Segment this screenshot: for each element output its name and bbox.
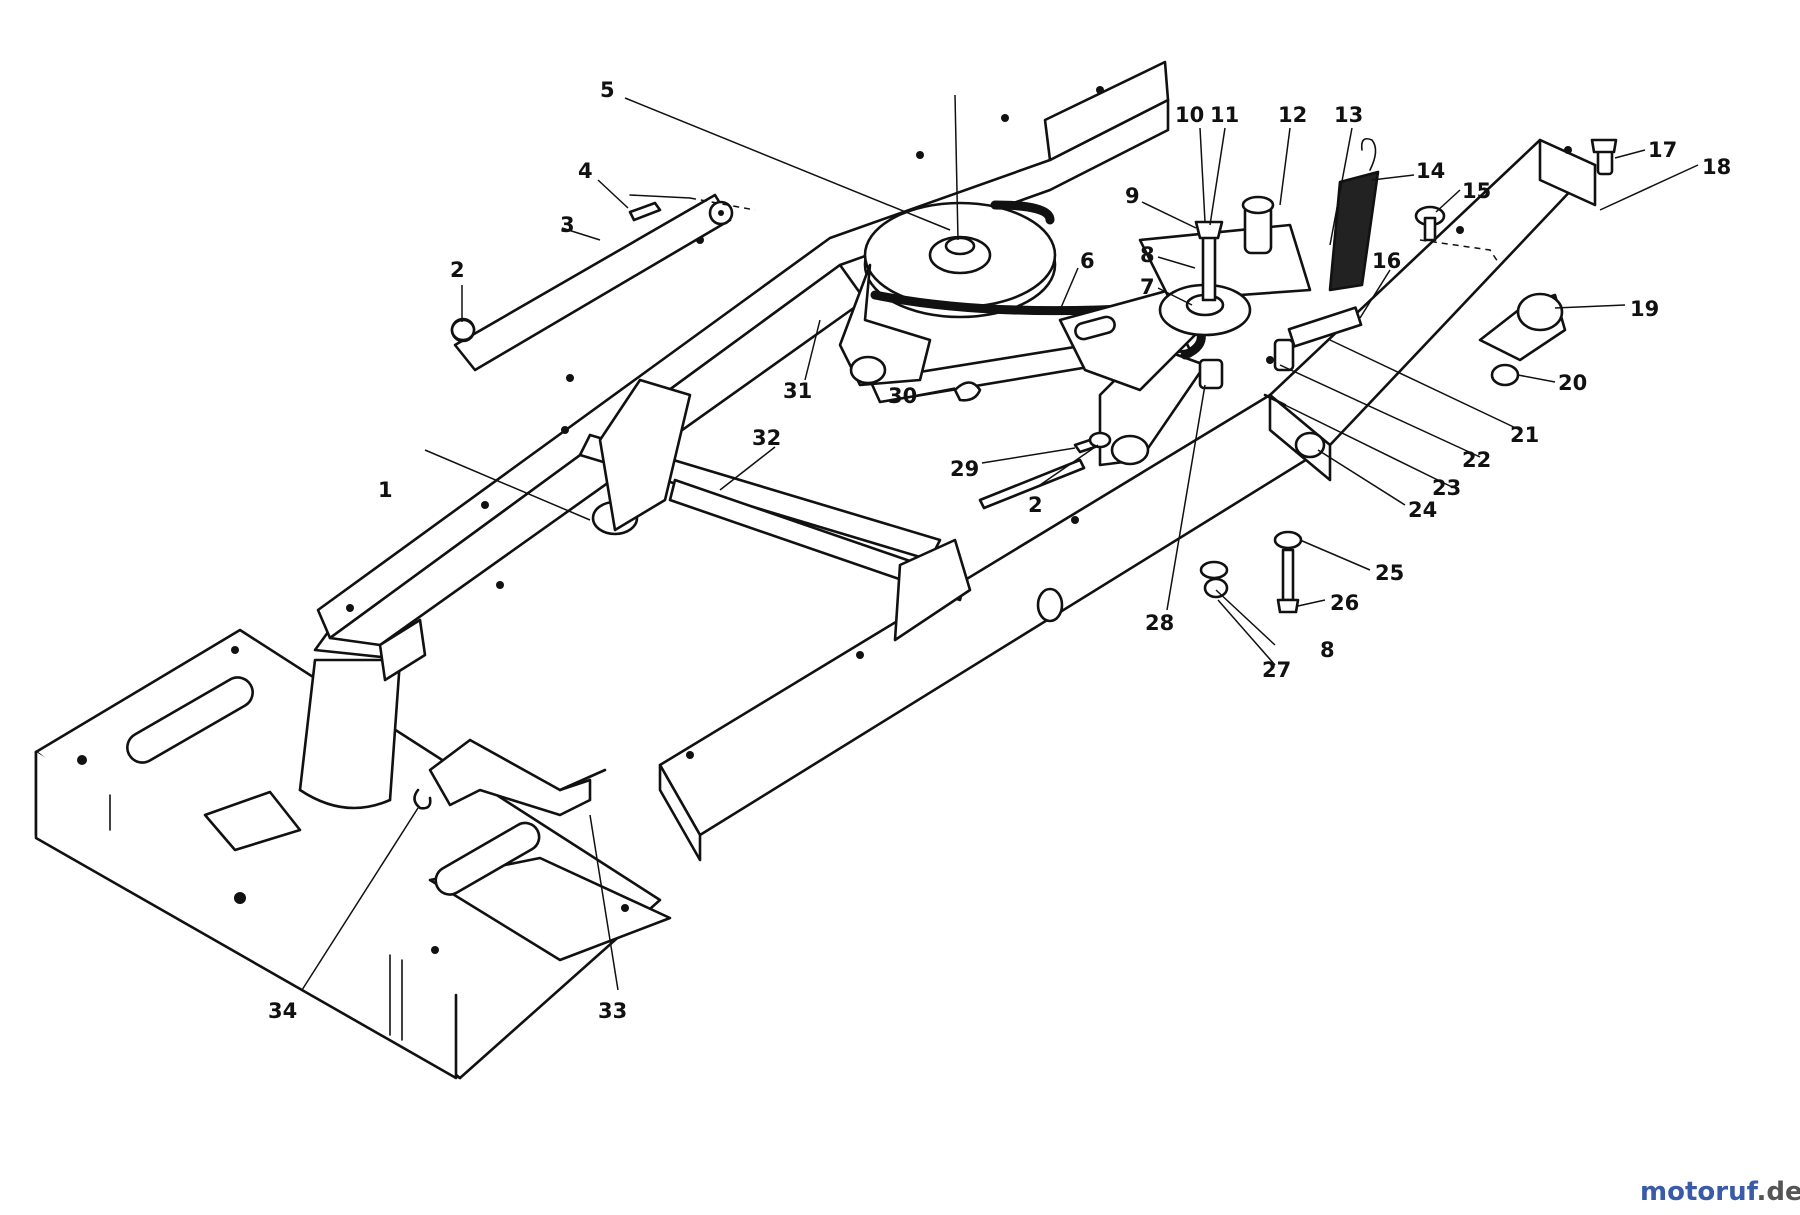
main-frame-right-rail [658, 138, 1597, 862]
callout-10: 10 [1175, 103, 1204, 127]
callout-13: 13 [1334, 103, 1363, 127]
callout-9: 9 [1125, 184, 1140, 208]
callout-34: 34 [268, 999, 297, 1023]
callout-27: 27 [1262, 658, 1291, 682]
callout-15: 15 [1462, 179, 1491, 203]
idler-arm-assembly [1058, 195, 1363, 392]
hardware-fasteners [413, 138, 1618, 817]
callout-8-upper: 8 [1140, 243, 1155, 267]
callout-23: 23 [1432, 476, 1461, 500]
callout-7: 7 [1140, 275, 1155, 299]
callout-24: 24 [1408, 498, 1437, 522]
watermark-brand: motoruf [1640, 1177, 1759, 1207]
watermark-text: motoruf.de [1640, 1177, 1800, 1207]
tension-spring [1328, 137, 1380, 292]
callout-31: 31 [783, 379, 812, 403]
callout-29: 29 [950, 457, 979, 481]
callout-19: 19 [1630, 297, 1659, 321]
callout-25: 25 [1375, 561, 1404, 585]
callout-21: 21 [1510, 423, 1539, 447]
watermark-domain: .de [1756, 1177, 1800, 1207]
front-bumper-plate [34, 628, 672, 1080]
callout-14: 14 [1416, 159, 1445, 183]
callout-30: 30 [888, 384, 917, 408]
callout-12: 12 [1278, 103, 1307, 127]
callout-1: 1 [378, 478, 393, 502]
callout-11: 11 [1210, 103, 1239, 127]
callout-2-upper: 2 [450, 258, 465, 282]
callout-22: 22 [1462, 448, 1491, 472]
callout-28: 28 [1145, 611, 1174, 635]
callout-labels: 1 2 3 4 5 6 7 8 9 10 11 12 13 14 15 16 1… [268, 78, 1731, 1023]
callout-17: 17 [1648, 138, 1677, 162]
callout-32: 32 [752, 426, 781, 450]
callout-4: 4 [578, 159, 593, 183]
callout-18: 18 [1702, 155, 1731, 179]
watermark-logo: motoruf.de [1640, 1177, 1800, 1207]
callout-20: 20 [1558, 371, 1587, 395]
callout-16: 16 [1372, 249, 1401, 273]
callout-leader-lines [301, 94, 1699, 991]
callout-6: 6 [1080, 249, 1095, 273]
alignment-dashed-lines [689, 197, 1501, 266]
callout-33: 33 [598, 999, 627, 1023]
callout-8-lower: 8 [1320, 638, 1335, 662]
callout-2-lower: 2 [1028, 493, 1043, 517]
callout-3: 3 [560, 213, 575, 237]
callout-5: 5 [600, 78, 615, 102]
callout-26: 26 [1330, 591, 1359, 615]
drive-pulley [838, 201, 1057, 387]
